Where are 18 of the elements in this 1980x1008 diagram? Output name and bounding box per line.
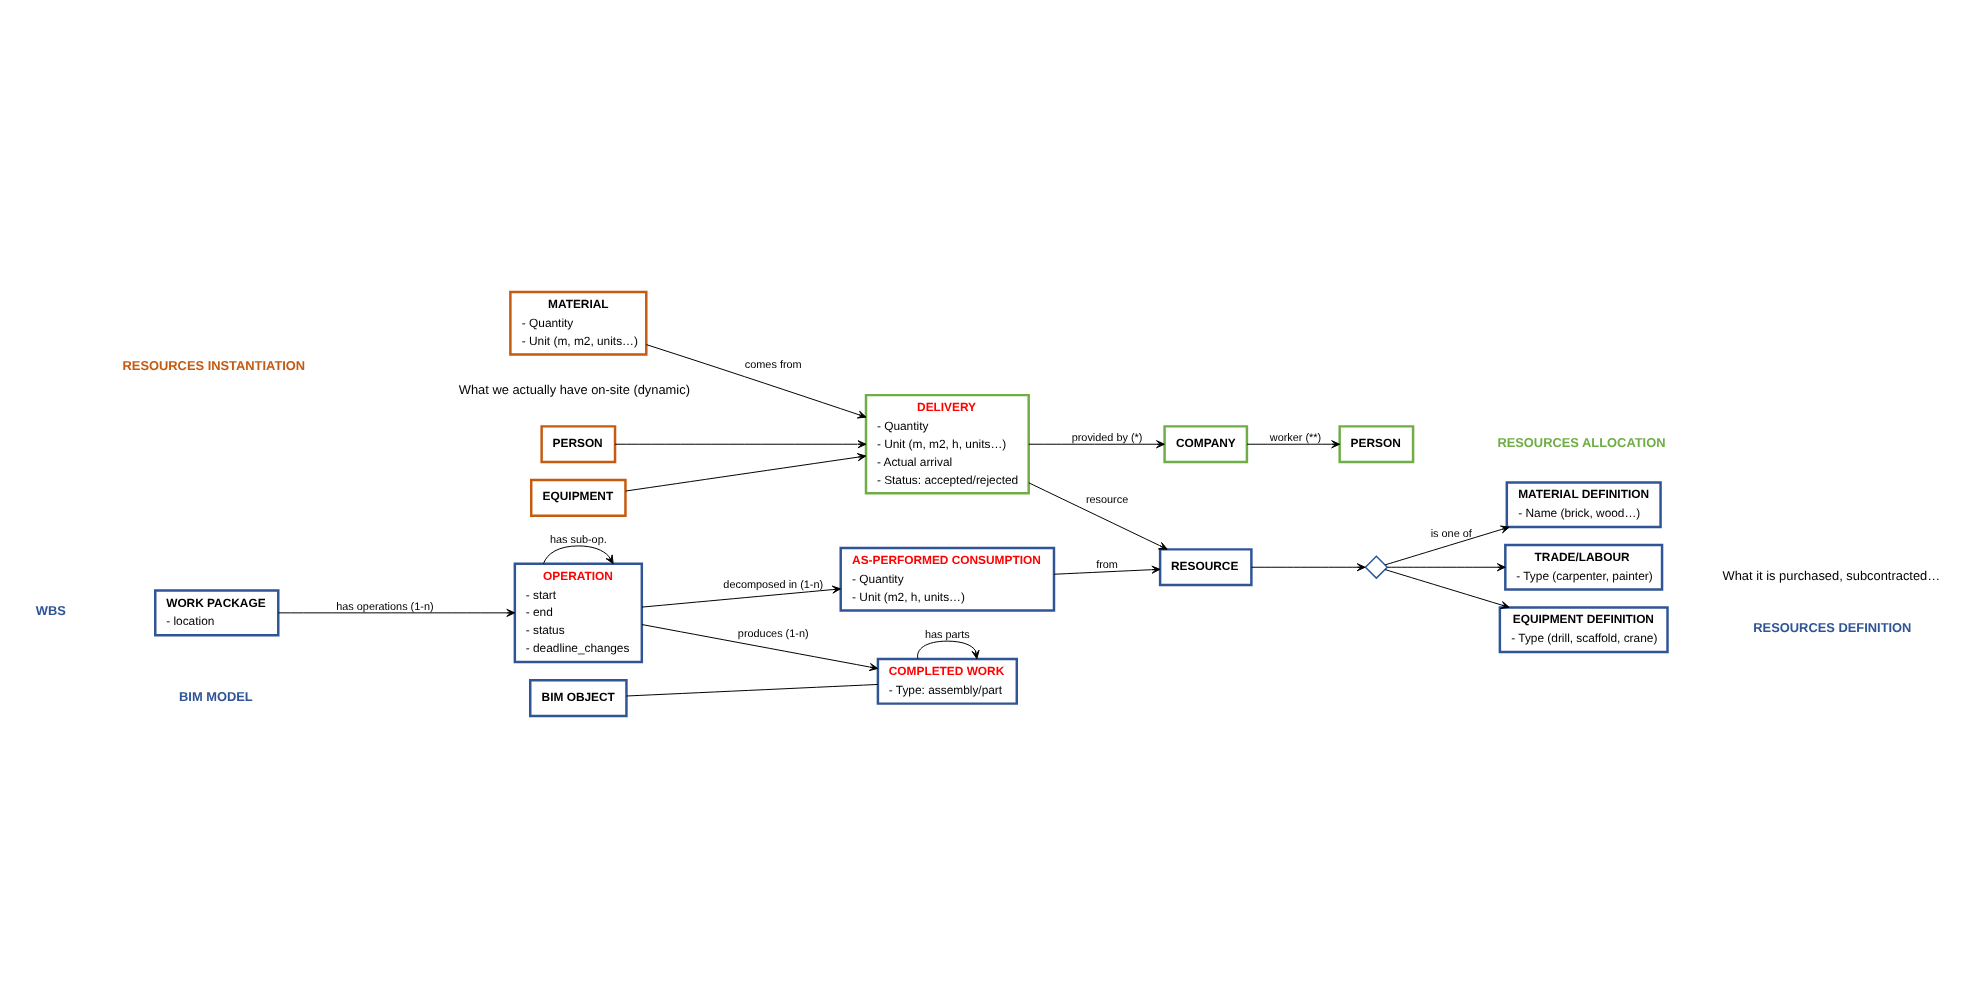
arrow (1384, 569, 1510, 609)
arrow (645, 344, 867, 419)
arrow (277, 608, 516, 617)
arrow (917, 640, 980, 660)
arrow (1251, 563, 1366, 572)
arrow (1384, 525, 1510, 566)
arrow (641, 624, 879, 672)
connector (626, 683, 879, 697)
arrow (543, 545, 614, 564)
node-diamond (1364, 555, 1389, 580)
arrow (1053, 565, 1161, 575)
arrow (1028, 482, 1168, 550)
arrow (1028, 440, 1165, 449)
arrow (625, 453, 867, 492)
arrow (614, 440, 867, 449)
arrow (1246, 440, 1341, 449)
arrow (641, 585, 841, 608)
arrow (1387, 563, 1506, 572)
